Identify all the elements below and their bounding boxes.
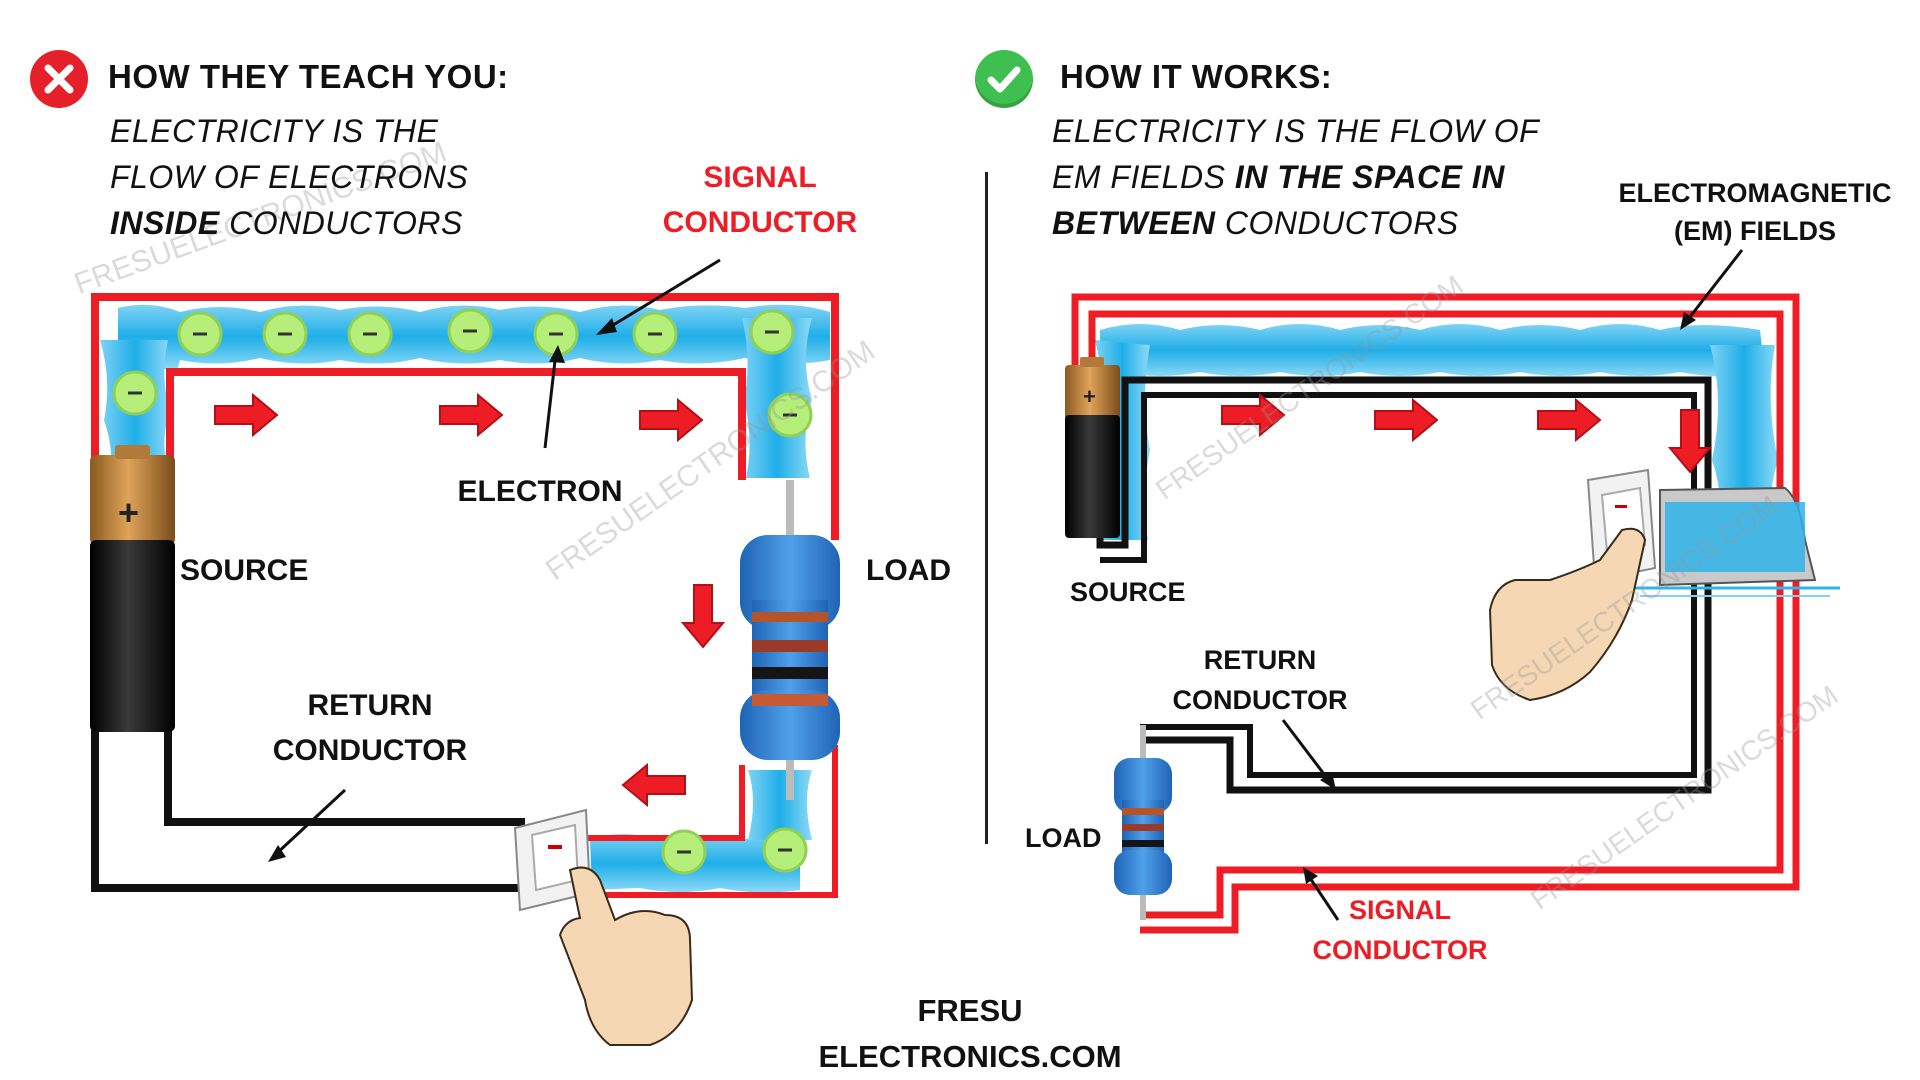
right-subtitle: ELECTRICITY IS THE FLOW OF EM FIELDS IN …: [1052, 113, 1540, 241]
left-subtitle: ELECTRICITY IS THE FLOW OF ELECTRONS INS…: [110, 113, 469, 241]
left-battery-plus: +: [118, 492, 140, 533]
right-source-label: SOURCE: [1070, 577, 1186, 607]
left-battery: [90, 445, 175, 732]
right-em-field-top: [1100, 324, 1765, 377]
right-return-conductor: [1096, 376, 1712, 794]
right-signal-conductor-label: SIGNAL CONDUCTOR: [1312, 895, 1488, 965]
left-switch: [513, 808, 592, 912]
footer-brand: FRESU ELECTRONICS.COM: [818, 993, 1122, 1074]
left-resistor: [740, 480, 840, 800]
left-return-conductor-label: RETURN CONDUCTOR: [272, 689, 468, 767]
wrong-x-icon: [30, 50, 88, 108]
right-return-conductor-label: RETURN CONDUCTOR: [1172, 645, 1348, 715]
left-signal-conductor: [91, 293, 839, 540]
left-signal-conductor-label: SIGNAL CONDUCTOR: [662, 161, 858, 239]
left-return-conductor: [91, 730, 525, 892]
correct-check-icon: [975, 50, 1033, 108]
right-resistor: [1114, 725, 1172, 920]
left-load-label: LOAD: [866, 554, 951, 587]
right-heading: HOW IT WORKS:: [1060, 58, 1333, 95]
right-signal-conductor: [1071, 293, 1800, 934]
right-load-device: [1630, 486, 1840, 597]
right-hand: [1488, 527, 1647, 702]
left-bottom-right-field: [748, 770, 812, 840]
left-heading: HOW THEY TEACH YOU:: [108, 58, 509, 95]
left-hand: [558, 866, 694, 1046]
center-divider: [985, 172, 988, 844]
left-source-label: SOURCE: [180, 554, 309, 587]
right-battery-plus: +: [1083, 384, 1096, 409]
right-battery: [1065, 357, 1120, 538]
electron-label: ELECTRON: [457, 475, 623, 508]
em-fields-label: ELECTROMAGNETIC (EM) FIELDS: [1618, 178, 1892, 246]
right-load-label: LOAD: [1025, 823, 1102, 853]
